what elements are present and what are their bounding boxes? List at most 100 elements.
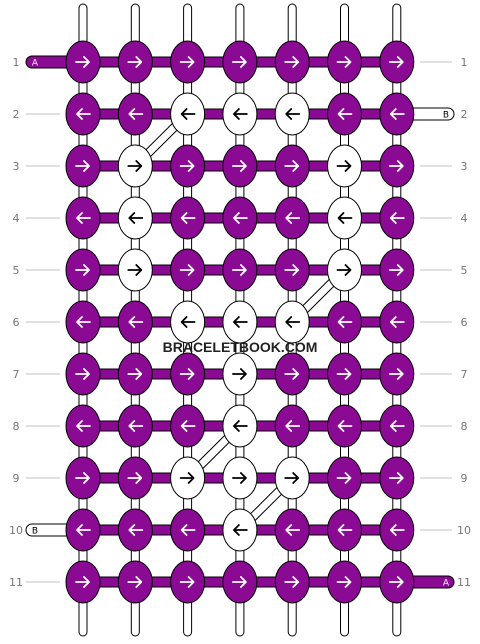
arrow-right-icon	[75, 576, 90, 588]
arrow-left-icon	[76, 212, 91, 224]
arrow-left-icon	[337, 316, 353, 328]
arrow-left-icon	[76, 108, 91, 120]
row-label-left: 9	[13, 472, 20, 485]
string-tag-label: B	[443, 111, 449, 121]
arrow-right-icon	[336, 368, 352, 380]
arrow-right-icon	[336, 160, 352, 172]
row-label-left: 3	[13, 160, 20, 173]
arrow-left-icon	[128, 108, 144, 120]
arrow-right-icon	[388, 576, 404, 588]
arrow-left-icon	[128, 524, 144, 536]
arrow-right-icon	[179, 576, 195, 588]
arrow-right-icon	[232, 472, 247, 484]
arrow-right-icon	[388, 56, 404, 68]
arrow-right-icon	[284, 576, 300, 588]
arrow-left-icon	[76, 316, 91, 328]
arrow-left-icon	[389, 108, 405, 120]
row-label-left: 6	[13, 316, 20, 329]
row-label-left: 7	[13, 368, 20, 381]
arrow-right-icon	[232, 264, 247, 276]
row-label-right: 1	[461, 56, 468, 69]
arrow-left-icon	[180, 524, 196, 536]
arrow-right-icon	[75, 56, 90, 68]
arrow-right-icon	[75, 368, 90, 380]
arrow-left-icon	[337, 212, 353, 224]
row-label-right: 6	[461, 316, 468, 329]
row-label-right: 9	[461, 472, 468, 485]
arrow-right-icon	[388, 368, 404, 380]
string-tag-label: A	[443, 579, 450, 589]
arrow-left-icon	[389, 316, 405, 328]
arrow-left-icon	[128, 316, 144, 328]
arrow-left-icon	[233, 316, 248, 328]
arrow-left-icon	[128, 212, 144, 224]
row-label-left: 2	[13, 108, 20, 121]
arrow-right-icon	[336, 56, 352, 68]
arrow-left-icon	[285, 212, 301, 224]
arrow-right-icon	[127, 160, 143, 172]
arrow-left-icon	[285, 316, 301, 328]
arrow-left-icon	[337, 108, 353, 120]
row-label-left: 5	[13, 264, 20, 277]
arrow-right-icon	[75, 472, 90, 484]
row-label-right: 7	[461, 368, 468, 381]
string-tag-label: B	[32, 527, 38, 537]
row-label-right: 10	[457, 524, 471, 537]
row-label-right: 3	[461, 160, 468, 173]
row-label-right: 5	[461, 264, 468, 277]
arrow-right-icon	[127, 56, 143, 68]
arrow-left-icon	[180, 420, 196, 432]
arrow-right-icon	[284, 368, 300, 380]
arrow-right-icon	[127, 264, 143, 276]
arrow-right-icon	[388, 160, 404, 172]
arrow-right-icon	[127, 576, 143, 588]
arrow-right-icon	[179, 368, 195, 380]
arrow-right-icon	[336, 576, 352, 588]
arrow-right-icon	[179, 264, 195, 276]
arrow-left-icon	[180, 316, 196, 328]
arrow-left-icon	[389, 420, 405, 432]
arrow-left-icon	[389, 212, 405, 224]
arrow-right-icon	[232, 368, 247, 380]
arrow-right-icon	[75, 264, 90, 276]
arrow-right-icon	[336, 264, 352, 276]
arrow-right-icon	[232, 160, 247, 172]
row-label-right: 8	[461, 420, 468, 433]
arrow-right-icon	[179, 160, 195, 172]
arrow-right-icon	[232, 56, 247, 68]
arrow-right-icon	[284, 264, 300, 276]
arrow-right-icon	[284, 56, 300, 68]
arrow-right-icon	[127, 368, 143, 380]
arrow-right-icon	[179, 56, 195, 68]
arrow-left-icon	[128, 420, 144, 432]
arrow-left-icon	[76, 420, 91, 432]
row-label-right: 4	[461, 212, 468, 225]
arrow-left-icon	[233, 108, 248, 120]
arrow-right-icon	[284, 472, 300, 484]
arrow-left-icon	[76, 524, 91, 536]
knots	[65, 40, 415, 604]
arrow-left-icon	[233, 212, 248, 224]
arrow-left-icon	[285, 524, 301, 536]
arrow-right-icon	[75, 160, 90, 172]
arrow-left-icon	[337, 524, 353, 536]
row-label-right: 2	[461, 108, 468, 121]
arrow-left-icon	[285, 108, 301, 120]
row-label-left: 8	[13, 420, 20, 433]
arrow-left-icon	[180, 108, 196, 120]
arrow-left-icon	[285, 420, 301, 432]
row-label-right: 11	[457, 576, 471, 589]
string-tag-label: A	[32, 59, 39, 69]
arrow-left-icon	[180, 212, 196, 224]
arrow-right-icon	[179, 472, 195, 484]
arrow-right-icon	[232, 576, 247, 588]
row-label-left: 1	[13, 56, 20, 69]
arrow-right-icon	[127, 472, 143, 484]
arrow-left-icon	[233, 524, 248, 536]
arrow-right-icon	[388, 472, 404, 484]
arrow-left-icon	[389, 524, 405, 536]
row-label-left: 10	[9, 524, 23, 537]
watermark: BRACELETBOOK.COM	[163, 339, 318, 355]
